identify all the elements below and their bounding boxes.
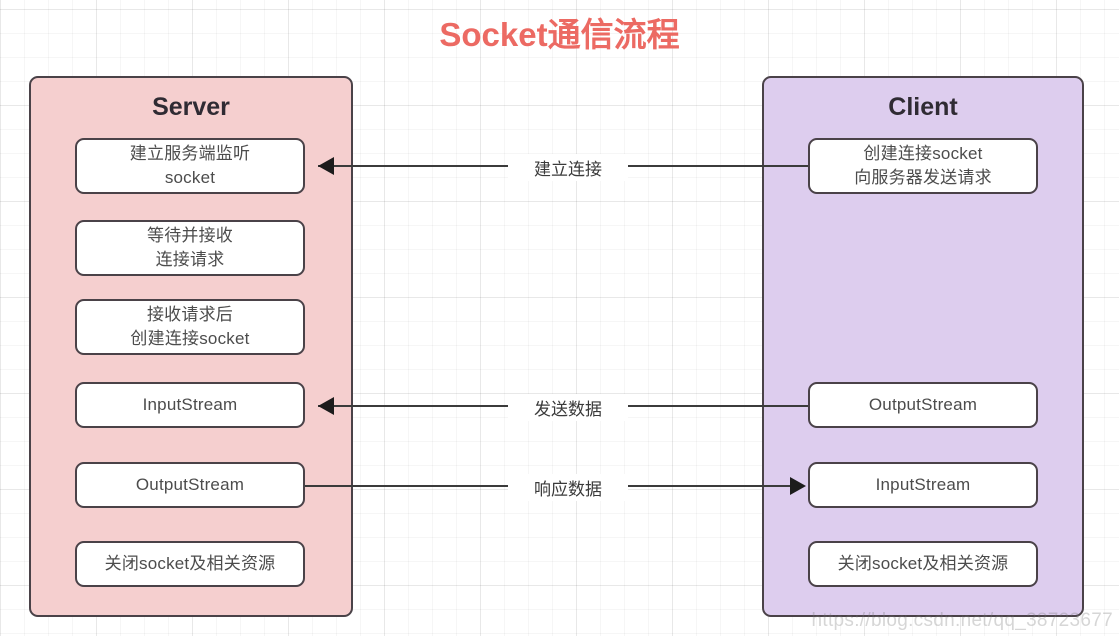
connector-arrowhead-response-data (790, 477, 806, 495)
server-node-inputstream[interactable]: InputStream (75, 382, 305, 428)
client-node-outputstream[interactable]: OutputStream (808, 382, 1038, 428)
connector-arrowhead-send-data (318, 397, 334, 415)
client-node-close-socket[interactable]: 关闭socket及相关资源 (808, 541, 1038, 587)
server-node-create-conn-socket[interactable]: 接收请求后 创建连接socket (75, 299, 305, 355)
node-line-2: 创建连接socket (130, 329, 250, 348)
server-node-listen-socket[interactable]: 建立服务端监听 socket (75, 138, 305, 194)
connector-label-establish: 建立连接 (508, 154, 628, 181)
node-line-1: OutputStream (868, 394, 978, 414)
client-node-create-socket[interactable]: 创建连接socket 向服务器发送请求 (808, 138, 1038, 194)
node-line-1: 接收请求后 (146, 304, 233, 324)
client-panel-title: Client (888, 93, 958, 121)
server-node-wait-accept[interactable]: 等待并接收 连接请求 (75, 220, 305, 276)
node-text: 建立服务端监听 socket (130, 142, 250, 190)
server-panel-title: Server (152, 93, 230, 121)
node-line-1: 关闭socket及相关资源 (837, 553, 1009, 573)
node-line-1: 创建连接socket (863, 143, 983, 163)
node-line-1: 关闭socket及相关资源 (104, 553, 276, 573)
node-text: 创建连接socket 向服务器发送请求 (854, 142, 992, 190)
connector-arrowhead-establish (318, 157, 334, 175)
node-line-1: 等待并接收 (147, 225, 233, 245)
node-text: 等待并接收 连接请求 (147, 224, 233, 272)
server-node-outputstream[interactable]: OutputStream (75, 462, 305, 508)
node-line-1: 建立服务端监听 (129, 143, 251, 163)
server-node-close-socket[interactable]: 关闭socket及相关资源 (75, 541, 305, 587)
node-text: 接收请求后 创建连接socket (130, 303, 249, 351)
client-node-inputstream[interactable]: InputStream (808, 462, 1038, 508)
node-line-2: 连接请求 (155, 250, 225, 269)
connector-label-send-data: 发送数据 (508, 394, 628, 421)
node-line-1: InputStream (142, 394, 238, 414)
node-line-2: 向服务器发送请求 (854, 168, 992, 187)
connector-label-response-data: 响应数据 (508, 474, 628, 501)
node-line-1: InputStream (875, 474, 971, 494)
node-line-1: OutputStream (135, 474, 245, 494)
page-title: Socket通信流程 (439, 16, 680, 53)
node-line-2: socket (164, 168, 216, 187)
